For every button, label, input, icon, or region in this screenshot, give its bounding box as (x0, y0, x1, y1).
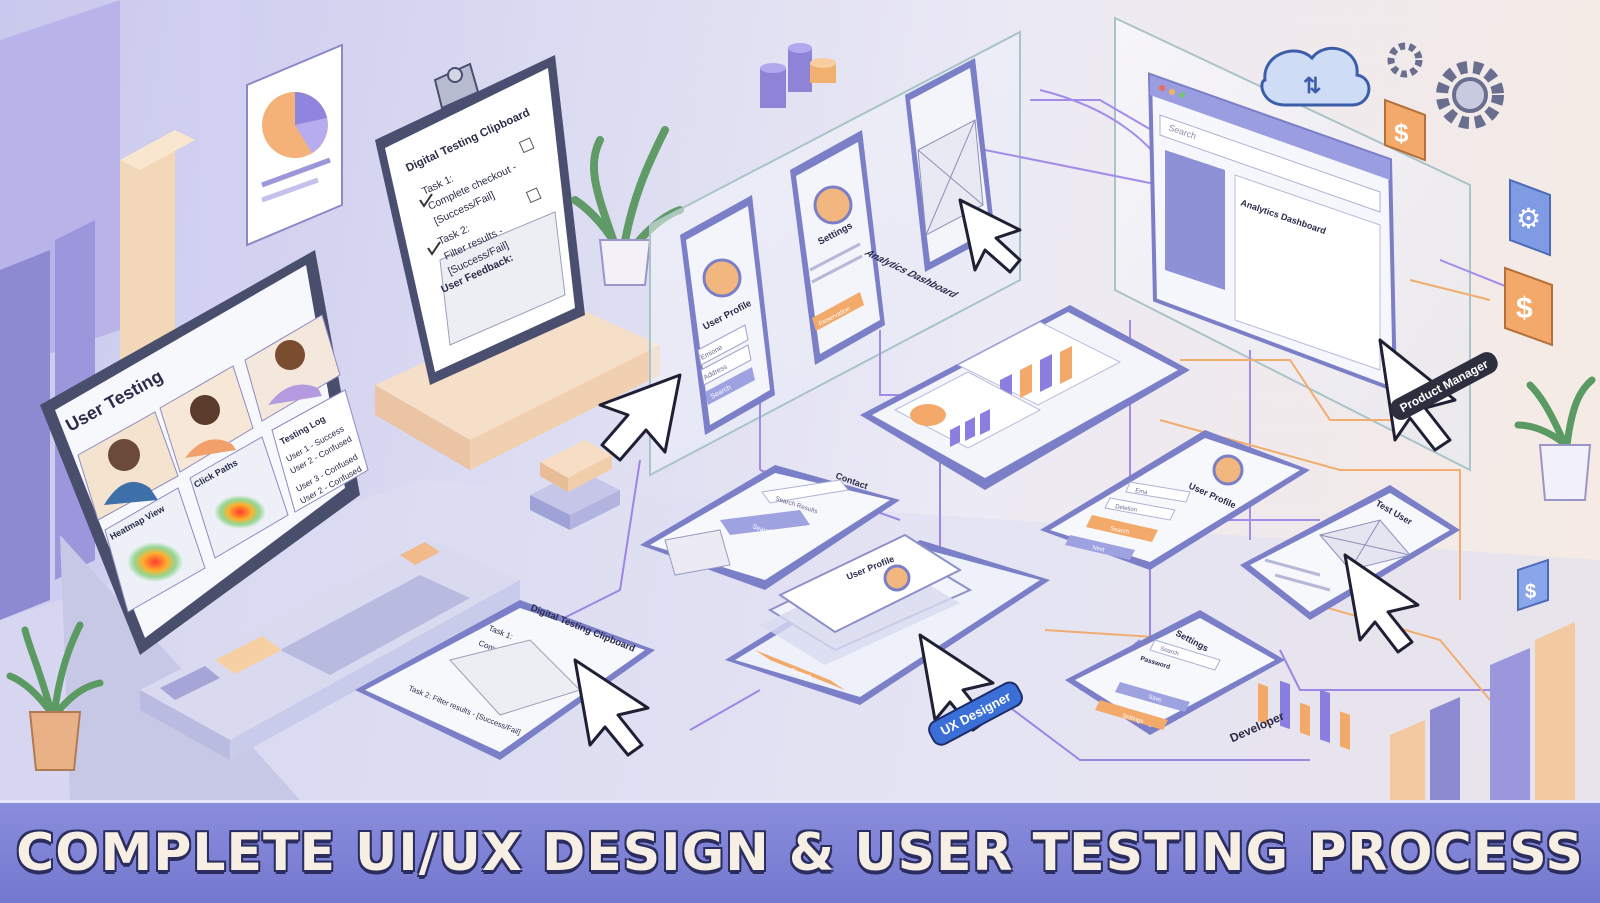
settings-small-button-1: Save (1147, 694, 1162, 704)
svg-text:⇅: ⇅ (1303, 73, 1321, 98)
profile-right-button-1: Search (1110, 526, 1130, 536)
pie-poster (246, 43, 343, 247)
phone-settings: Settings Reservation (790, 130, 885, 365)
settings-small-field-1: Search (1159, 646, 1179, 657)
svg-text:$: $ (1394, 118, 1409, 148)
cursor-icon (573, 198, 1457, 757)
svg-text:$: $ (1516, 292, 1533, 325)
screen-profile-center: User Profile Search (725, 533, 1050, 705)
illustration-scene: Digital Testing Clipboard Task 1: Comple… (0, 0, 1600, 800)
dollar-icon: $ (1517, 558, 1549, 612)
dollar-icon: $ (1504, 266, 1553, 347)
desk (140, 540, 520, 760)
svg-text:$: $ (1525, 581, 1536, 603)
dollar-icon: $ (1384, 98, 1426, 162)
shelf (375, 300, 660, 470)
title-banner: COMPLETE UI/UX DESIGN & USER TESTING PRO… (0, 800, 1600, 903)
gear-icon: ⚙ (1509, 178, 1551, 257)
stacked-blocks (530, 440, 620, 530)
phone-user-profile: User Profile Emione Address Search (680, 195, 775, 435)
screen-profile-right: User Profile Ema Deletion Search Next (1040, 430, 1310, 570)
cylinders (760, 43, 836, 108)
cloud-sync-icon: ⇅ (1260, 46, 1371, 107)
screen-test-user: Test User (1240, 485, 1460, 620)
screen-settings-small: Settings Search Password Save Settings (1065, 610, 1285, 735)
plant-icon (571, 126, 684, 286)
gear-icon (1387, 42, 1504, 129)
scene-svg: Digital Testing Clipboard Task 1: Comple… (0, 0, 1600, 800)
profile-right-field-1: Ema (1135, 488, 1149, 496)
browser-analytics: Search Analytics Dashboard (1147, 72, 1398, 750)
profile-right-button-2: Next (1092, 545, 1106, 554)
banner-title: COMPLETE UI/UX DESIGN & USER TESTING PRO… (16, 823, 1584, 883)
bg-bars-right (1390, 622, 1575, 800)
clipboard: Digital Testing Clipboard Task 1: Comple… (375, 55, 585, 385)
plant-icon (1514, 376, 1596, 501)
svg-text:⚙: ⚙ (1516, 203, 1541, 234)
profile-right-field-2: Deletion (1115, 504, 1138, 514)
plant-icon (6, 621, 104, 771)
screen-contact: Contact Search Results Search (640, 465, 900, 590)
